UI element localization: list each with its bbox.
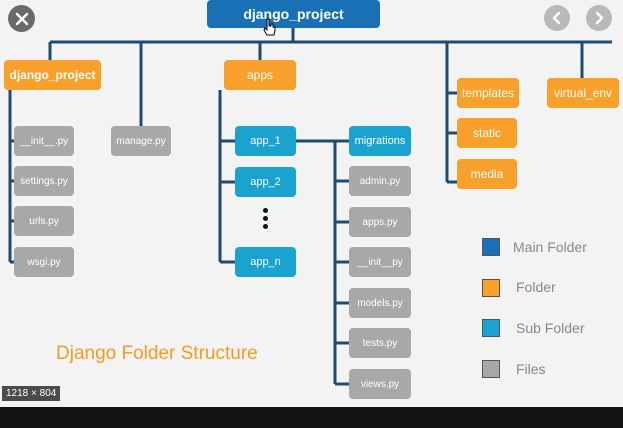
connector-lines xyxy=(8,28,612,386)
legend-label-files: Files xyxy=(516,361,546,377)
migrations-subfolder-box: migrations xyxy=(349,126,411,156)
apps-folder-box: apps xyxy=(224,60,296,90)
project-file-label: urls.py xyxy=(29,215,59,227)
app-content-label: __init__py xyxy=(357,256,403,268)
viewer-bottom-bar xyxy=(0,407,623,428)
media-folder-box: media xyxy=(457,159,517,189)
root-folder-label: django_project xyxy=(243,6,344,22)
ellipsis-icon xyxy=(263,208,268,232)
virtual-env-folder-box: virtual_env xyxy=(547,78,619,108)
static-folder-label: static xyxy=(472,126,501,140)
project-file-label: wsgi.py xyxy=(27,256,61,268)
legend-label-sub-folder: Sub Folder xyxy=(516,320,585,336)
templates-folder-box: templates xyxy=(457,78,519,108)
legend-swatch-sub-folder xyxy=(482,319,500,337)
app-subfolder-label: app_2 xyxy=(250,176,281,188)
app-content-label: models.py xyxy=(357,297,403,309)
diagram-title: Django Folder Structure xyxy=(56,343,258,364)
close-icon xyxy=(15,12,28,25)
app-content-label: migrations xyxy=(354,135,406,147)
app-subfolder-label: app_n xyxy=(250,256,281,268)
static-folder-box: static xyxy=(457,118,517,148)
project-folder-label: django_project xyxy=(9,68,96,82)
project-file-box: __init__.py xyxy=(14,126,74,156)
project-file-box: settings.py xyxy=(14,166,74,196)
app-file-box: apps.py xyxy=(349,207,411,237)
project-folder-box: django_project xyxy=(4,60,101,90)
legend-swatch-folder xyxy=(482,279,500,297)
next-image-button[interactable] xyxy=(586,5,612,31)
project-file-box: urls.py xyxy=(14,206,74,236)
app-content-label: apps.py xyxy=(362,216,398,228)
app-file-box: models.py xyxy=(349,288,411,318)
app-file-box: admin.py xyxy=(349,166,411,196)
legend-label-main-folder: Main Folder xyxy=(513,239,587,255)
app-file-box: views.py xyxy=(349,369,411,399)
legend-swatch-files xyxy=(482,360,500,378)
app-subfolder-label: app_1 xyxy=(250,135,281,147)
app-content-label: views.py xyxy=(360,378,400,390)
legend-label-folder: Folder xyxy=(516,279,556,295)
virtual-env-folder-label: virtual_env xyxy=(553,86,613,100)
manage-file-box: manage.py xyxy=(111,126,171,156)
manage-file-label: manage.py xyxy=(116,135,166,147)
app-content-label: tests.py xyxy=(362,337,398,349)
root-folder-box: django_project xyxy=(207,0,380,28)
image-dimensions-badge: 1218 × 804 xyxy=(2,386,61,401)
chevron-left-icon xyxy=(552,11,561,25)
app-file-box: tests.py xyxy=(349,328,411,358)
close-button[interactable] xyxy=(8,5,35,32)
app-subfolder-box: app_n xyxy=(235,247,296,277)
image-viewer-stage: django_project django_project manage.py … xyxy=(0,0,623,407)
app-file-box: __init__py xyxy=(349,247,411,277)
hand-pointer-icon xyxy=(262,18,278,43)
app-content-label: admin.py xyxy=(359,175,401,187)
project-file-box: wsgi.py xyxy=(14,247,74,277)
app-subfolder-box: app_1 xyxy=(235,126,296,156)
chevron-right-icon xyxy=(595,11,604,25)
apps-folder-label: apps xyxy=(246,68,274,82)
app-subfolder-box: app_2 xyxy=(235,167,296,197)
project-file-label: settings.py xyxy=(20,175,68,187)
project-file-label: __init__.py xyxy=(19,135,69,147)
templates-folder-label: templates xyxy=(461,86,515,100)
previous-image-button[interactable] xyxy=(544,5,570,31)
media-folder-label: media xyxy=(470,167,504,181)
legend-swatch-main-folder xyxy=(482,238,500,256)
